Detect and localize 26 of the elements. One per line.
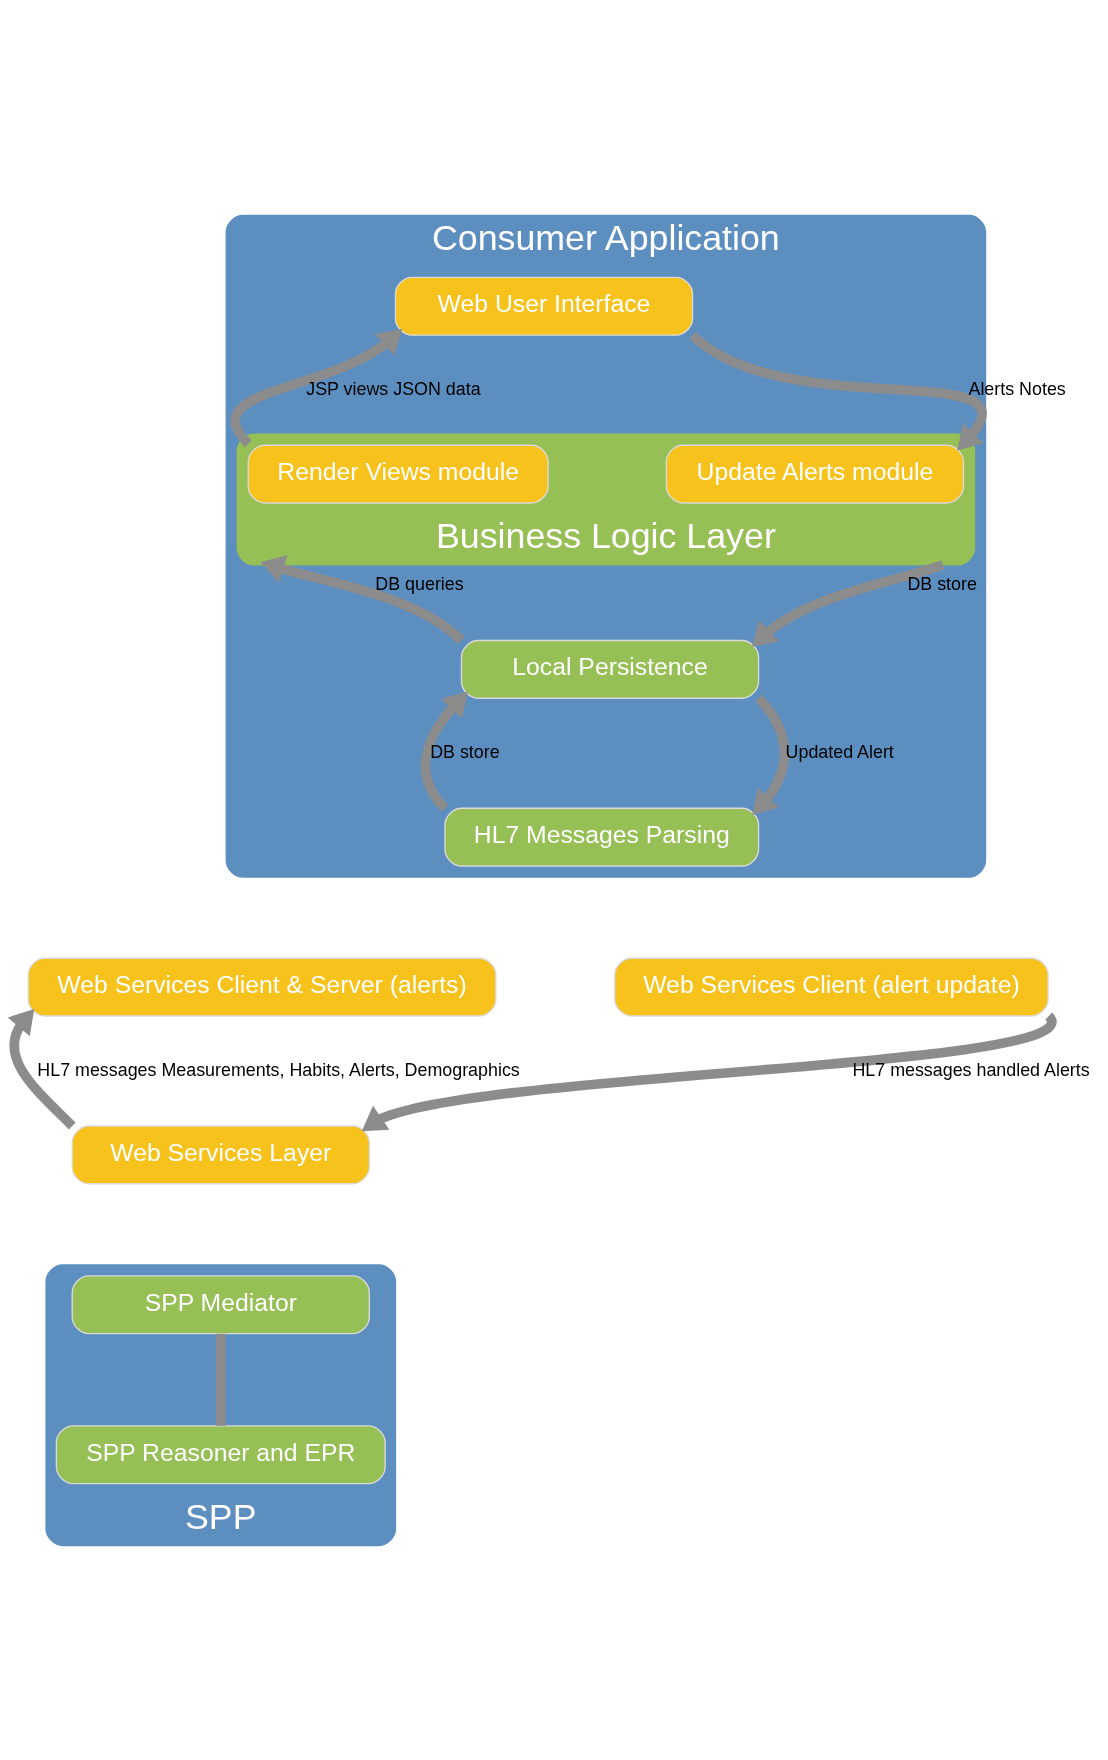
node-box: Web User Interface: [394, 276, 694, 336]
node-box: Web Services Client (alert update): [614, 957, 1049, 1017]
edge-label: DB queries: [375, 573, 464, 594]
edge-label: Updated Alert: [785, 741, 894, 762]
edge-label: DB store: [430, 741, 500, 762]
node-box: HL7 Messages Parsing: [444, 807, 760, 867]
node-box: Web Services Layer: [71, 1124, 370, 1184]
arrow: [230, 328, 403, 447]
edge-label: HL7 messages Measurements, Habits, Alerts, Demographics: [37, 1059, 520, 1080]
arrow: [420, 691, 468, 811]
edge-label: JSP views JSON data: [306, 378, 481, 399]
arrow: [260, 554, 465, 644]
arrow: [751, 559, 945, 647]
node-box: Update Alerts module: [665, 444, 965, 504]
arrow: [8, 1008, 76, 1129]
node-box: Render Views module: [247, 444, 549, 504]
arrow: [752, 694, 790, 815]
node-box: Local Persistence: [460, 639, 760, 699]
edge-label: HL7 messages handled Alerts: [852, 1059, 1090, 1080]
node-box: SPP Mediator: [71, 1274, 370, 1334]
connector: [215, 1333, 226, 1426]
arrow: [361, 1015, 1054, 1131]
arrow: [689, 330, 986, 451]
edge-label: DB store: [907, 573, 977, 594]
node-box: SPP Reasoner and EPR: [55, 1424, 386, 1484]
node-box: Web Services Client & Server (alerts): [27, 957, 497, 1017]
